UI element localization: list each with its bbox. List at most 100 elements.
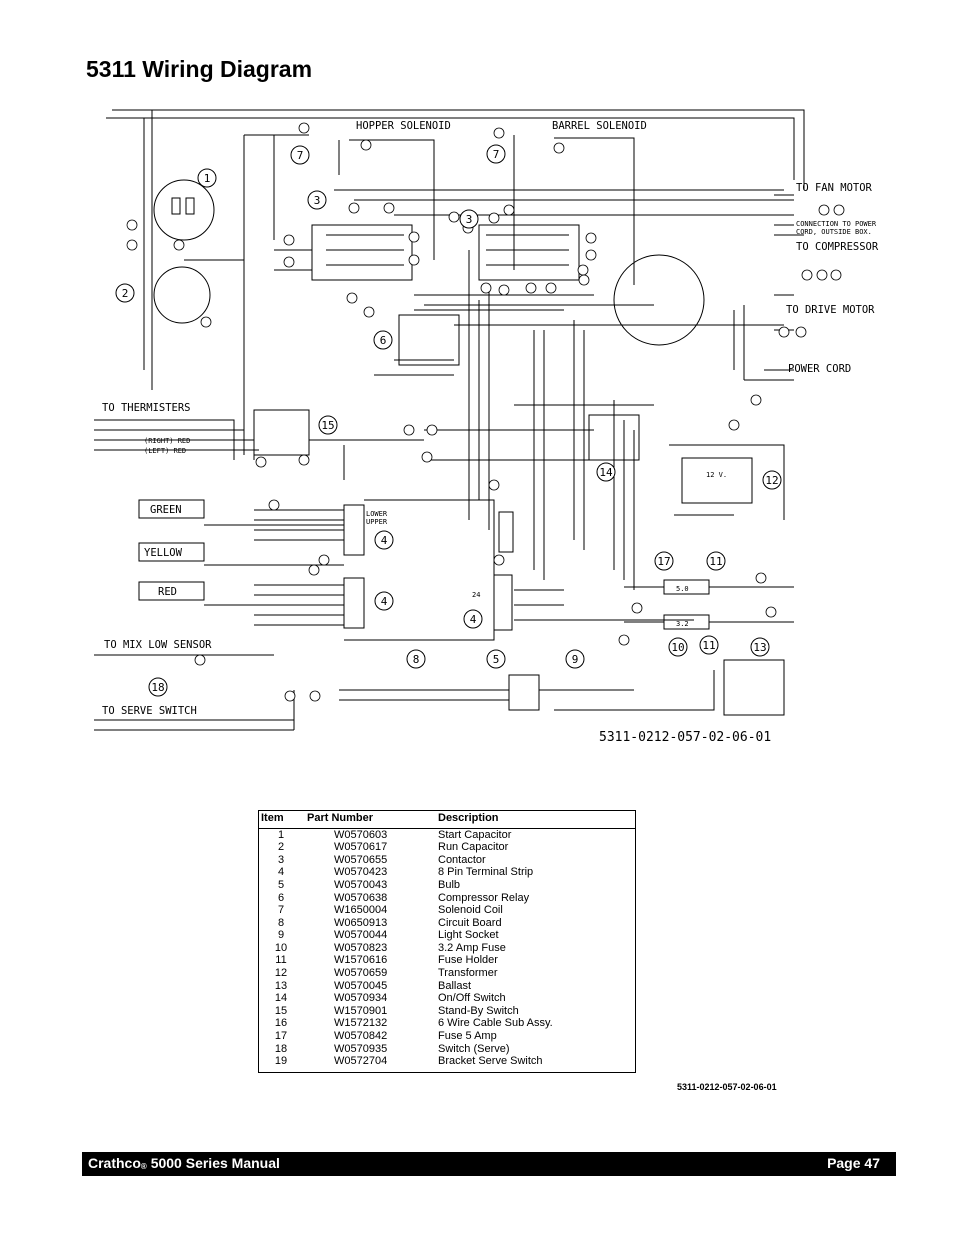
cell-part-number: W0570044 — [334, 929, 388, 942]
wiring-diagram: 1 2 3 3 4 4 4 5 6 7 7 8 9 10 11 11 12 13… — [94, 109, 879, 745]
cell-description: Compressor Relay — [438, 891, 530, 904]
drawing-reference: 5311-0212-057-02-06-01 — [677, 1082, 777, 1092]
red-indicator-label: RED — [158, 586, 177, 598]
callout-9: 9 — [572, 653, 579, 666]
cell-item: 18 — [274, 1042, 288, 1055]
footer-brand: Crathco — [88, 1155, 141, 1171]
table-row: 19 W0572704 Bracket Serve Switch — [258, 1055, 636, 1068]
cell-description: 6 Wire Cable Sub Assy. — [438, 1017, 553, 1030]
lower-strip-label: LOWER — [366, 510, 388, 518]
header-part-number: Part Number — [304, 810, 435, 829]
cell-item: 2 — [277, 841, 285, 854]
cell-part-number: W1570616 — [334, 954, 388, 967]
fuse-5-label: 5.0 — [676, 585, 689, 593]
cell-description: Fuse 5 Amp — [438, 1030, 497, 1043]
left-thermister-label: (LEFT) RED — [144, 447, 186, 455]
callout-12: 12 — [765, 474, 778, 487]
callout-5: 5 — [493, 653, 500, 666]
cell-part-number: W0570638 — [334, 891, 388, 904]
callout-7b: 7 — [493, 148, 500, 161]
callout-4b: 4 — [381, 595, 388, 608]
voltage-12-label: 12 V. — [706, 471, 727, 479]
callout-14: 14 — [599, 466, 613, 479]
header-description: Description — [435, 810, 636, 829]
cell-part-number: W1650004 — [334, 904, 388, 917]
table-row: 11 W1570616 Fuse Holder — [258, 954, 636, 967]
cell-part-number: W0570659 — [334, 967, 388, 980]
cell-item: 19 — [274, 1055, 288, 1068]
hopper-solenoid-label: HOPPER SOLENOID — [356, 120, 451, 132]
cell-item: 9 — [277, 929, 285, 942]
cell-description: Start Capacitor — [438, 828, 512, 841]
callout-11b: 11 — [702, 639, 715, 652]
cell-part-number: W0572704 — [334, 1055, 388, 1068]
callout-4c: 4 — [470, 613, 477, 626]
cell-item: 7 — [277, 904, 285, 917]
callout-10: 10 — [671, 641, 684, 654]
cell-item: 17 — [274, 1030, 288, 1043]
cell-description: Run Capacitor — [438, 841, 509, 854]
cell-description: Ballast — [438, 979, 472, 992]
cell-part-number: W0570045 — [334, 979, 388, 992]
cell-part-number: W0570617 — [334, 841, 388, 854]
cell-item: 13 — [274, 979, 288, 992]
table-row: 2 W0570617 Run Capacitor — [258, 841, 636, 854]
cell-item: 4 — [277, 866, 285, 879]
cell-description: Switch (Serve) — [438, 1042, 510, 1055]
cell-item: 8 — [277, 916, 285, 929]
connection-note-2: CORD, OUTSIDE BOX. — [796, 228, 872, 236]
page-number: Page 47 — [827, 1155, 880, 1171]
cell-item: 3 — [277, 853, 285, 866]
cell-description: Contactor — [438, 853, 486, 866]
callout-2: 2 — [122, 287, 129, 300]
cell-part-number: W0570043 — [334, 878, 388, 891]
serve-switch-label: TO SERVE SWITCH — [102, 705, 197, 717]
power-cord-label: POWER CORD — [788, 363, 851, 375]
mix-low-sensor-label: TO MIX LOW SENSOR — [104, 639, 212, 651]
cell-part-number: W1572132 — [334, 1017, 388, 1030]
callout-15: 15 — [321, 419, 334, 432]
connection-note-1: CONNECTION TO POWER — [796, 220, 877, 228]
fan-motor-label: TO FAN MOTOR — [796, 182, 873, 194]
cell-item: 6 — [277, 891, 285, 904]
cell-part-number: W0570603 — [334, 828, 388, 841]
cell-part-number: W0570823 — [334, 941, 388, 954]
cell-part-number: W0570423 — [334, 866, 388, 879]
barrel-solenoid-label: BARREL SOLENOID — [552, 120, 647, 132]
cell-description: On/Off Switch — [438, 992, 506, 1005]
page-title: 5311 Wiring Diagram — [86, 56, 313, 82]
callout-18: 18 — [151, 681, 164, 694]
parts-table-header: Item Part Number Description — [258, 810, 636, 829]
callout-17: 17 — [657, 555, 670, 568]
drive-motor-label: TO DRIVE MOTOR — [786, 304, 875, 316]
callout-8: 8 — [413, 653, 420, 666]
callout-13: 13 — [753, 641, 766, 654]
cell-description: Fuse Holder — [438, 954, 498, 967]
cell-item: 11 — [275, 954, 287, 967]
table-row: 6 W0570638 Compressor Relay — [258, 891, 636, 904]
callout-3a: 3 — [314, 194, 321, 207]
cell-description: Bracket Serve Switch — [438, 1055, 543, 1068]
callout-11a: 11 — [709, 555, 722, 568]
cell-part-number: W1570901 — [334, 1004, 388, 1017]
green-indicator-label: GREEN — [150, 504, 182, 516]
callout-7a: 7 — [297, 149, 304, 162]
callout-6: 6 — [380, 334, 387, 347]
cell-item: 14 — [274, 992, 288, 1005]
cell-description: Stand-By Switch — [438, 1004, 519, 1017]
